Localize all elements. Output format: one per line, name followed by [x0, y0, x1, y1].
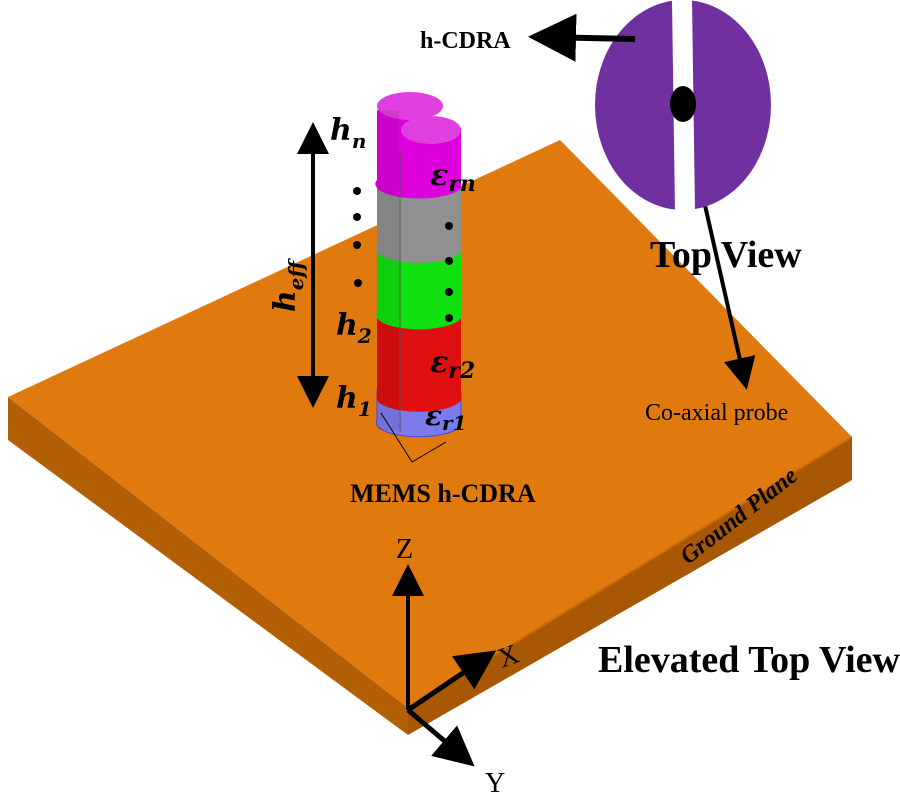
ground-plane-left-face [8, 397, 408, 735]
top-view-disc [595, 0, 771, 212]
label-h-cdra: h-CDRA [420, 28, 511, 54]
axis-x-arrow [406, 650, 497, 713]
label-h1: h1 [336, 381, 372, 421]
h-cdra-arrow [528, 13, 636, 62]
label-heff: heff [268, 257, 308, 312]
label-ern: εrn [430, 158, 476, 197]
stacked-dielectric-resonator [375, 92, 462, 463]
layer-gray [375, 180, 461, 263]
label-elevated-top-view: Elevated Top View [598, 639, 900, 681]
ground-plane-right-face [408, 437, 852, 735]
axis-z-label: Z [396, 534, 413, 565]
label-mems-h-cdra: MEMS h-CDRA [350, 479, 536, 508]
top-cap-right [401, 116, 461, 144]
probe-feed-dot [670, 86, 696, 122]
mems-pointer-lines [380, 412, 447, 463]
layer-er2 [376, 312, 461, 412]
axis-y-arrow [406, 708, 475, 767]
top-cap-left [377, 92, 443, 120]
label-er2: εr2 [430, 345, 475, 384]
dots-left [353, 187, 362, 287]
axis-y-label: Y [485, 768, 505, 799]
label-h2: h2 [336, 308, 372, 348]
label-er1: εr1 [425, 399, 466, 435]
label-top-view: Top View [650, 234, 802, 276]
layer-green [376, 245, 461, 330]
label-coaxial-probe: Co-axial probe [645, 400, 788, 426]
label-hn: hn [330, 113, 366, 153]
